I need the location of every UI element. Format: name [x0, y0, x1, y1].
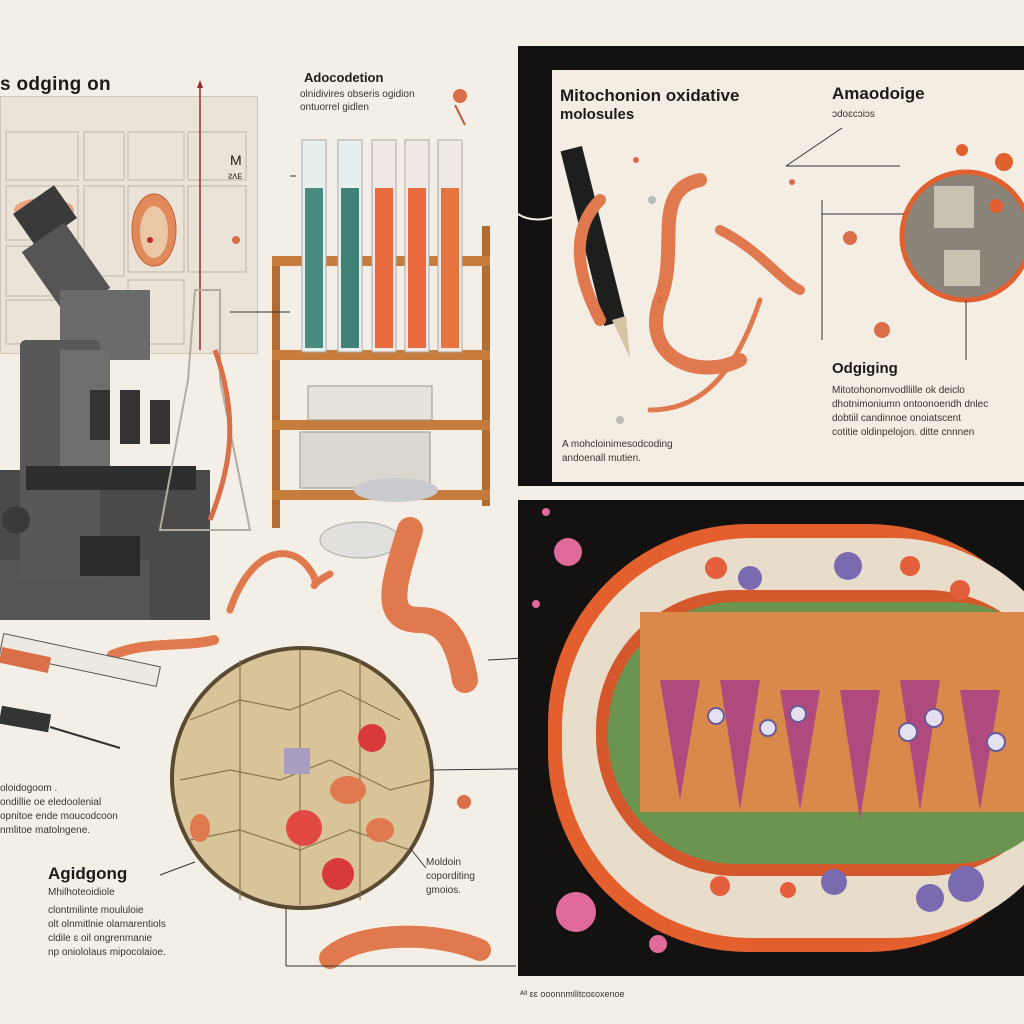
oxidative-panel-title-line-2: molosules	[560, 106, 635, 123]
oxidative-caption-line-2: andoenall mutien.	[562, 453, 641, 464]
side-panel-title: Amaodoige	[832, 84, 925, 103]
oxidative-para-line-1: Mitotohonomvodllille ok deiclo	[832, 385, 965, 396]
oxidative-para-line-2: dhotnimoniumn ontoonoendh dnlec	[832, 399, 989, 410]
bottom-left-para-1: clontmilinte moululoie	[48, 905, 144, 916]
oxidative-para-line-3: dobtiil candinnoe onoiatscent	[832, 413, 961, 424]
bottom-left-subheading: Mhilhoteoidiole	[48, 887, 115, 898]
chart-marker-label: M	[230, 152, 242, 168]
bottom-mid-label-line-2: coporditing	[426, 871, 475, 882]
bottom-mid-label-line-1: Moldoin	[426, 857, 462, 868]
bottom-mid-label-line-3: gmoios.	[426, 885, 462, 896]
oxidative-caption-line-1: A mohcloinimesodcoding	[562, 439, 673, 450]
top-left-heading: s odging on	[0, 74, 111, 95]
bottom-left-para-3: cldile ɛ oil ongrenmanie	[48, 933, 153, 944]
side-panel-subtitle: ɔdoɛcɔiɔs	[832, 109, 875, 120]
microscope-illustration	[0, 185, 210, 620]
specimen-chart-grid	[5, 131, 247, 345]
pencil-illustration	[560, 146, 630, 358]
bottom-left-para-top-3: opnitoe ende moucodcoon	[0, 811, 118, 822]
test-tube-rack	[272, 139, 490, 559]
bottom-left-para-2: olt olnmitlnie olamarentiols	[48, 919, 166, 930]
bottom-left-heading: Agidgong	[48, 864, 128, 883]
oxidative-panel-title: Mitochonion oxidative	[560, 86, 740, 105]
bottom-left-para-4: np oniololaus mipocolaioe.	[48, 947, 166, 958]
chart-marker-sublabel: ᴤᴧᴇ	[228, 171, 243, 182]
rack-label-line-1: olnidivires obseris ogidion	[300, 89, 415, 100]
bottom-left-para-top-2: ondillie oe eledoolenial	[0, 797, 102, 808]
magnified-cell-view	[899, 144, 1024, 303]
oxidative-para-line-4: cotitie oldinpelojon. ditte cnnnen	[832, 427, 975, 438]
bottom-left-para-top-1: oloidogoom .	[0, 783, 58, 794]
mitochondrial-cristae	[660, 680, 1000, 820]
tissue-cross-section	[170, 646, 434, 910]
footer-caption: ᴬᴵᴵ ɛɛ ooonnmilitcoɛoxenoe	[520, 989, 625, 999]
rack-label-line-2: ontuorrel gidlen	[300, 102, 369, 113]
rack-label-title: Adocodetion	[304, 70, 384, 85]
bottom-left-para-top-4: nmlitoe matolngene.	[0, 825, 91, 836]
oxidative-subheading: Odgiging	[832, 360, 898, 377]
